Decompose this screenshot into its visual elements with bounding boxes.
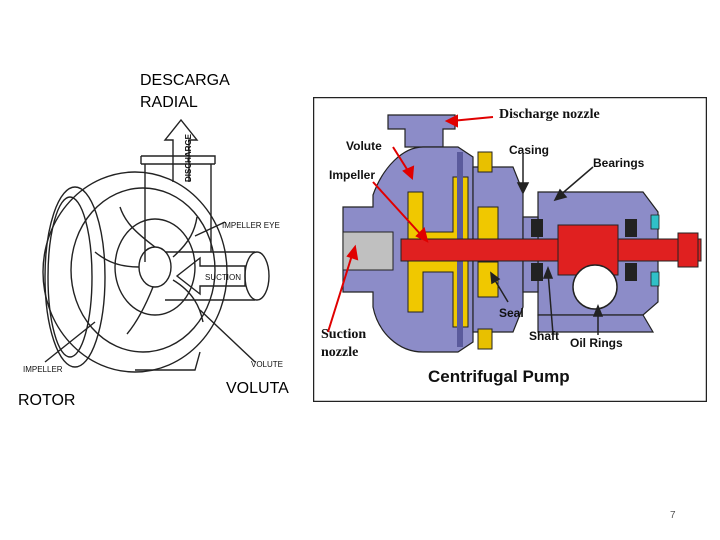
suction-label-line2: nozzle [321,345,358,360]
rotor-label: ROTOR [18,392,76,409]
pump-sketch: DISCHARGE IMPELLER EYE SUCTION IMPELLER … [23,118,283,374]
discharge-nozzle-label: Discharge nozzle [499,107,600,122]
shaft-label: Shaft [529,329,559,343]
bolts [477,151,493,350]
impeller-label: Impeller [329,168,375,182]
voluta-label: VOLUTA [226,380,289,397]
bearings [531,219,637,281]
radial-line: RADIAL [140,94,198,111]
sketch-impeller-eye-label: IMPELLER EYE [222,221,280,230]
sketch-volute-label: VOLUTE [251,360,283,369]
page-number: 7 [670,510,676,521]
oil-rings-label: Oil Rings [570,336,623,350]
shaft [400,224,702,276]
suction-pipe [342,231,394,271]
centrifugal-pump-diagram: Discharge nozzle Volute Casing Bearings … [313,97,707,402]
seal-label: Seal [499,306,524,320]
bearings-label: Bearings [593,156,645,170]
black-leader-arrows [490,154,604,335]
descarga-radial-title: DESCARGA RADIAL [140,70,230,114]
red-leader-arrows [327,114,494,333]
sketch-suction-label: SUCTION [205,273,241,282]
volute-label: Volute [346,139,382,153]
pump-title: Centrifugal Pump [428,367,570,386]
suction-arrow [175,256,246,296]
sketch-impeller-label: IMPELLER [23,365,63,374]
descarga-line: DESCARGA [140,72,230,89]
sketch-discharge-label: DISCHARGE [184,133,193,182]
oil-ring [572,264,618,310]
suction-label-line1: Suction [321,327,366,342]
seal-rings [650,214,660,287]
discharge-arrow [163,118,199,182]
casing-label: Casing [509,143,549,157]
